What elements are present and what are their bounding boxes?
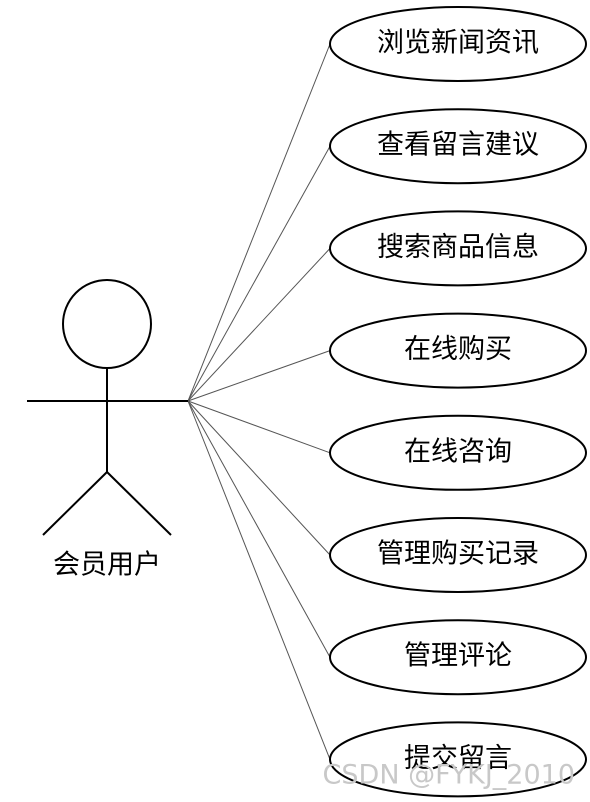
use-case-ellipse bbox=[329, 6, 587, 82]
actor-left-leg bbox=[42, 471, 108, 536]
use-case-label: 管理购买记录 bbox=[377, 539, 539, 570]
use-case-label: 浏览新闻资讯 bbox=[377, 28, 539, 59]
use-case-label: 管理评论 bbox=[404, 641, 512, 672]
use-case: 在线咨询 bbox=[329, 414, 587, 491]
use-case: 管理购买记录 bbox=[329, 517, 587, 593]
use-case: 搜索商品信息 bbox=[329, 210, 587, 287]
use-case: 浏览新闻资讯 bbox=[329, 6, 587, 82]
association-line bbox=[187, 43, 331, 402]
association-lines bbox=[187, 43, 331, 760]
use-case-ellipse bbox=[329, 414, 587, 491]
use-case-label: 查看留言建议 bbox=[377, 130, 539, 161]
actor-right-leg bbox=[106, 471, 172, 536]
use-case: 查看留言建议 bbox=[329, 108, 587, 185]
association-line bbox=[187, 400, 331, 556]
watermark-text: CSDN @FYKJ_2010 bbox=[323, 760, 575, 791]
use-case: 在线购买 bbox=[329, 312, 587, 389]
association-line bbox=[187, 145, 331, 402]
use-case: 提交留言 bbox=[329, 721, 587, 798]
association-line bbox=[187, 350, 331, 402]
use-case-ellipse bbox=[329, 312, 587, 389]
actor-head bbox=[62, 279, 152, 369]
use-case-ellipse bbox=[329, 517, 587, 593]
use-case: 管理评论 bbox=[329, 619, 587, 696]
association-line bbox=[187, 400, 331, 760]
association-line bbox=[187, 400, 331, 658]
association-line bbox=[187, 248, 331, 402]
use-case-ellipse bbox=[329, 210, 587, 287]
actor-label: 会员用户 bbox=[53, 550, 161, 581]
use-case-label: 提交留言 bbox=[404, 743, 512, 774]
actor-figure bbox=[27, 279, 188, 536]
use-case-ellipse bbox=[329, 619, 587, 696]
use-case-label: 在线购买 bbox=[404, 334, 512, 365]
use-case-label: 在线咨询 bbox=[404, 436, 512, 467]
association-line bbox=[187, 400, 331, 454]
use-case-ellipse bbox=[329, 721, 587, 798]
use-case-ellipse bbox=[329, 108, 587, 185]
use-case-label: 搜索商品信息 bbox=[377, 232, 539, 263]
